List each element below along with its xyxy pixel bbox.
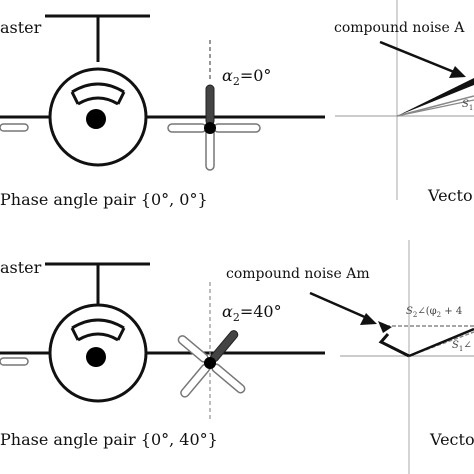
top-s1-vector-b — [396, 99, 474, 117]
bottom-engine-arc-inner — [77, 332, 119, 342]
top-prop-blade-right — [213, 123, 261, 133]
bottom-engine-arc-left — [70, 327, 80, 341]
bottom-alpha-subscript: 2 — [232, 311, 240, 325]
top-prop-blade-left — [167, 123, 207, 133]
bottom-prop-blade-down — [180, 363, 211, 398]
top-engine-arc-inner — [77, 96, 119, 106]
bottom-resultant-arrowhead — [378, 321, 392, 333]
bottom-s2-angle-subscript: 2 — [436, 311, 442, 319]
top-s1-small-label: S1 — [462, 99, 473, 112]
top-s1-subscript: 1 — [468, 104, 474, 112]
bottom-alpha-symbol: α — [222, 302, 233, 321]
bottom-s2-symbol: S — [406, 306, 413, 317]
top-engine-arc-outer — [71, 82, 125, 94]
top-s1-symbol: S — [462, 99, 469, 110]
bottom-s1-symbol: S — [452, 340, 459, 351]
bottom-s2-angle: ∠(φ — [417, 306, 437, 317]
bottom-compound-noise-label: compound noise Am — [226, 266, 370, 282]
bottom-s2-subscript: 2 — [412, 311, 418, 319]
bottom-alpha-label: α2=40° — [222, 302, 282, 324]
top-phase-angle-label: Phase angle pair {0°, 0°} — [0, 190, 208, 209]
bottom-phase-angle-label: Phase angle pair {0°, 40°} — [0, 430, 218, 449]
top-panel — [0, 0, 474, 200]
top-engine-arc-left — [70, 91, 80, 105]
bottom-panel — [0, 240, 474, 474]
top-alpha-value: =0° — [239, 66, 272, 85]
bottom-left-cut-label: aster — [0, 258, 42, 277]
bottom-s1-vector — [408, 331, 474, 357]
bottom-s1-subscript: 1 — [458, 345, 464, 353]
bottom-prop-blade-right — [211, 363, 246, 394]
top-alpha-label: α2=0° — [222, 66, 271, 88]
top-left-cut-label: aster — [0, 18, 42, 37]
top-engine-arc-right — [116, 91, 126, 105]
bottom-engine-arc-right — [116, 327, 126, 341]
top-prop-blade-up — [205, 84, 215, 126]
bottom-engine-hub — [86, 347, 106, 367]
top-left-blade — [0, 123, 29, 132]
bottom-s2-label: S2∠(φ2 + 4 — [406, 306, 462, 319]
bottom-vector-label: Vecto — [430, 430, 474, 449]
bottom-prop-rotated — [177, 330, 246, 398]
top-callout-arrowhead — [449, 66, 466, 78]
top-engine-hub — [86, 109, 106, 129]
top-vector-label: Vecto — [428, 186, 473, 205]
bottom-s1-angle: ∠ — [463, 340, 472, 351]
bottom-callout-arrow — [309, 291, 368, 320]
top-s1-vector — [396, 95, 474, 117]
bottom-engine-arc-outer — [71, 318, 125, 330]
bottom-prop-hub — [204, 357, 216, 369]
top-resultant-vector — [397, 78, 474, 116]
top-alpha-subscript: 2 — [232, 75, 240, 89]
bottom-resultant-vector — [378, 333, 410, 358]
bottom-callout-arrowhead — [360, 313, 377, 325]
bottom-s1-label: S1∠ — [452, 340, 472, 353]
bottom-prop-blade-left — [177, 335, 209, 363]
bottom-resultant-thick — [408, 327, 474, 358]
bottom-left-blade — [0, 357, 29, 366]
top-callout-arrow — [379, 40, 455, 74]
top-alpha-symbol: α — [222, 66, 233, 85]
top-prop-hub — [204, 122, 216, 134]
top-prop-blade-down — [205, 127, 215, 171]
bottom-alpha-value: =40° — [239, 302, 282, 321]
top-compound-noise-label: compound noise A — [334, 20, 465, 36]
bottom-s2-angle-tail: + 4 — [441, 306, 463, 317]
